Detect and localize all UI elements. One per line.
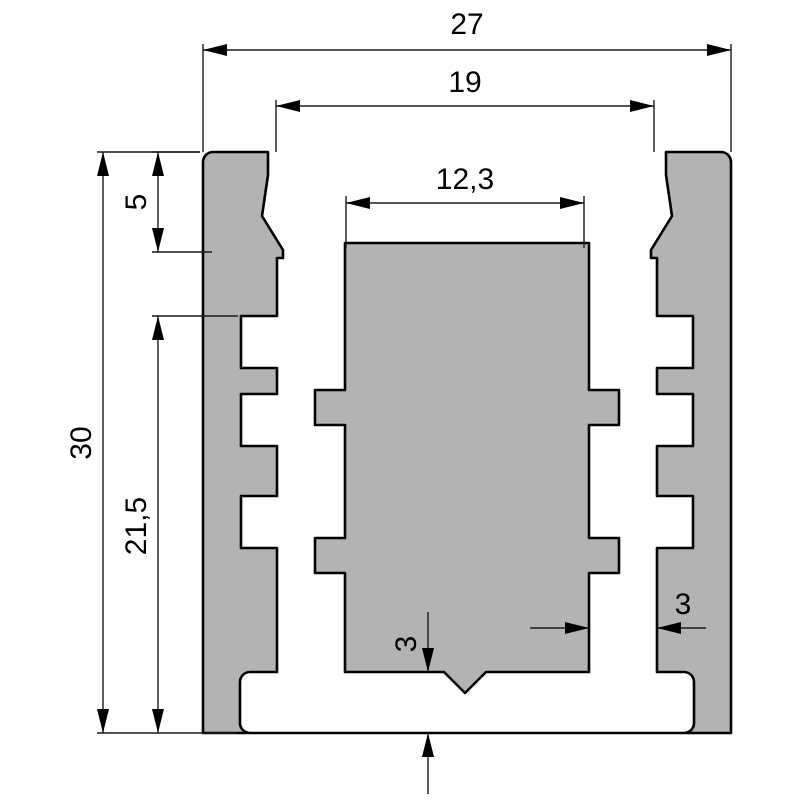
arrow-base-3-top — [422, 648, 434, 672]
profile-outline-path — [201, 150, 733, 735]
arrow-27-right — [707, 44, 731, 56]
dimension-base-thickness: 3 — [390, 612, 434, 794]
dimension-head-height: 5 — [120, 151, 212, 253]
dim-label-head-height: 5 — [120, 194, 153, 211]
dim-label-body-height: 21,5 — [120, 497, 153, 555]
dim-label-overall-height: 30 — [65, 426, 98, 459]
arrow-5-top — [152, 152, 164, 176]
dimension-inner-channel-width: 12,3 — [345, 163, 585, 248]
dimension-overall-height: 30 — [65, 151, 237, 734]
arrow-wall-3-left — [565, 622, 589, 634]
arrow-base-3-bottom — [422, 733, 434, 757]
arrow-19-right — [630, 100, 654, 112]
arrow-215-top — [152, 316, 164, 340]
dim-label-base-thickness: 3 — [390, 636, 423, 653]
dimension-upper-opening-width: 19 — [275, 66, 655, 152]
dim-label-inner-channel-width: 12,3 — [436, 163, 494, 196]
dim-label-upper-opening-width: 19 — [448, 66, 481, 99]
dim-label-overall-width: 27 — [450, 8, 483, 41]
arrow-215-bottom — [152, 709, 164, 733]
arrow-5-bottom — [152, 228, 164, 252]
dimension-overall-width: 27 — [202, 8, 732, 152]
arrow-123-left — [346, 197, 370, 209]
dimension-body-height: 21,5 — [120, 315, 238, 733]
dim-label-wall-thickness: 3 — [675, 588, 692, 621]
arrow-wall-3-right — [657, 622, 681, 634]
arrow-123-right — [560, 197, 584, 209]
profile-geometry — [201, 150, 733, 735]
arrow-27-left — [203, 44, 227, 56]
arrow-30-bottom — [97, 709, 109, 733]
arrow-30-top — [97, 152, 109, 176]
dimension-wall-thickness: 3 — [530, 588, 706, 634]
arrow-19-left — [276, 100, 300, 112]
